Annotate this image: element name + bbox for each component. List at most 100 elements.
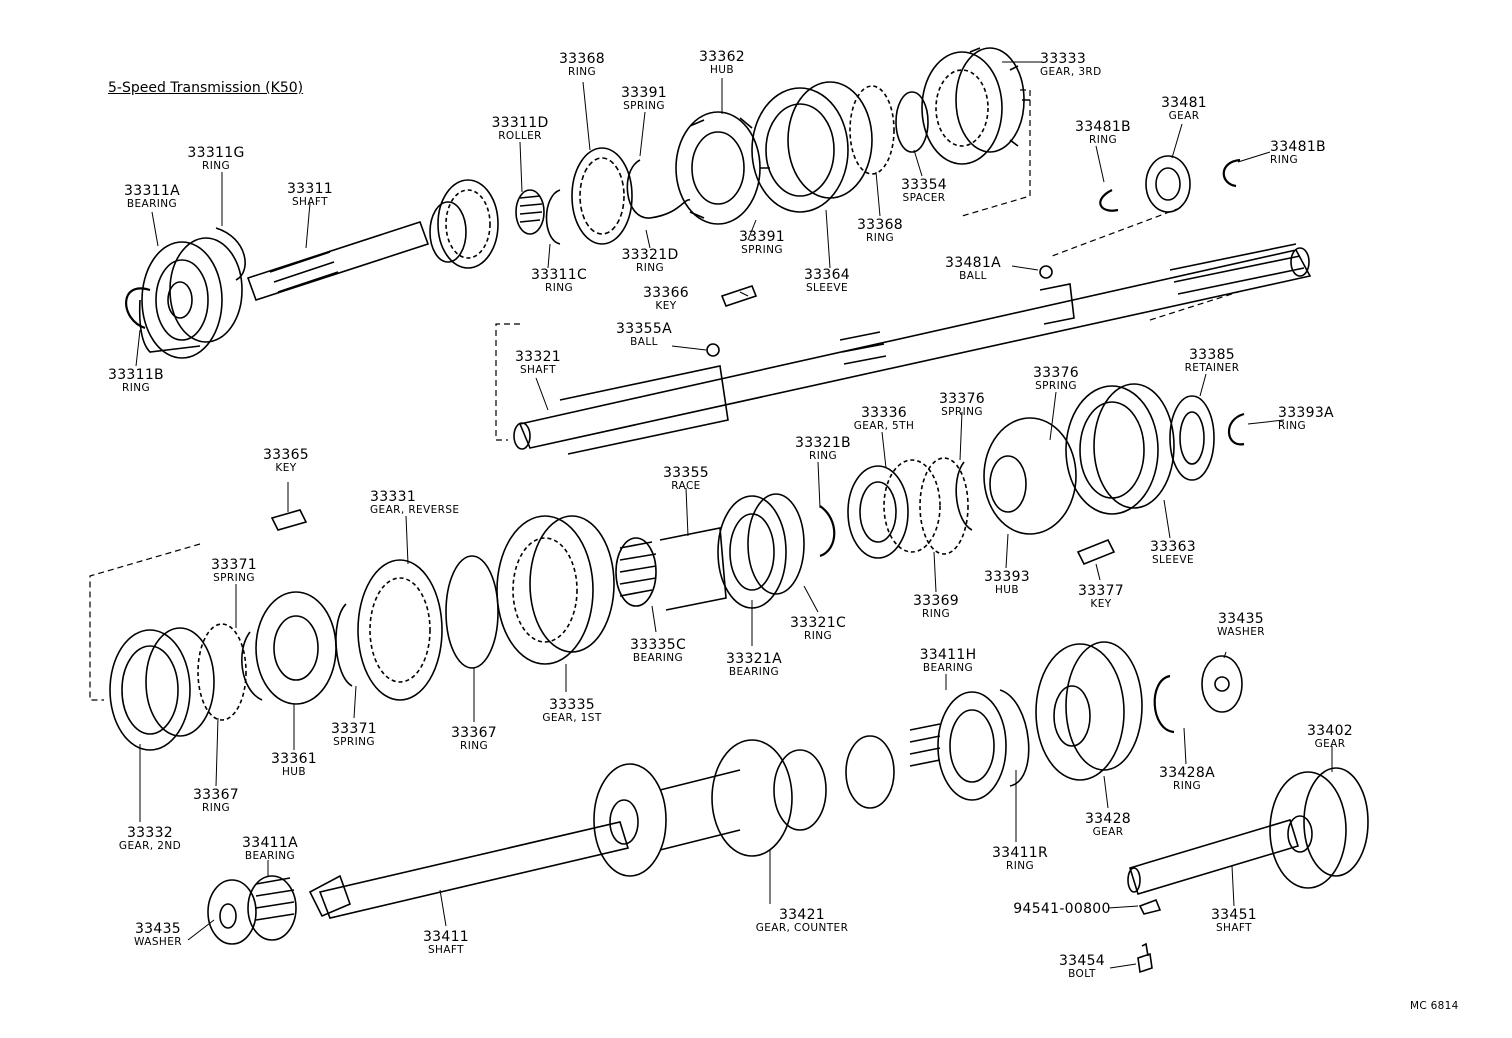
ball-33355a-drawing: [706, 343, 720, 357]
ring-33411r-drawing: [999, 689, 1030, 787]
ball-33481a-drawing: [1039, 265, 1053, 279]
sleeve-33363-drawing: [1065, 383, 1175, 515]
gear-33336-drawing: [847, 459, 941, 559]
main-shaft-33321-drawing: [513, 243, 1312, 455]
hub-33393-drawing: [983, 417, 1077, 535]
bracket-dashed-right: [1051, 207, 1239, 321]
ring-33321b-drawing: [819, 505, 836, 558]
hub-33361-drawing: [255, 591, 337, 705]
gear-33332-drawing: [109, 627, 215, 751]
reverse-idler-shaft-33451-drawing: [1127, 819, 1300, 895]
retainer-33385-drawing: [1169, 395, 1215, 481]
bracket-dashed-mid: [495, 323, 520, 441]
counter-gear-33421-drawing: [593, 735, 895, 877]
ring-33311c-drawing: [545, 189, 561, 245]
roller-33311d-drawing: [515, 189, 545, 235]
bearing-33411h-drawing: [909, 691, 1007, 801]
gear-33335-drawing: [496, 515, 615, 665]
gear-33402-drawing: [1269, 767, 1369, 889]
bearing-33311a-drawing: [138, 237, 243, 359]
bearing-33335c-drawing: [615, 537, 657, 607]
gear-33331-drawing: [357, 559, 443, 701]
shaft-33311-drawing: [246, 220, 430, 302]
spring-33391-drawing: [626, 159, 691, 219]
spring-33371b-drawing: [335, 603, 353, 687]
drawing-code: MC 6814: [1410, 1000, 1459, 1012]
gear-33481-drawing: [1145, 155, 1191, 213]
sync-ring-33368-drawing: [571, 147, 633, 245]
gear-33333-drawing: [921, 47, 1030, 165]
ring-33481b-left-drawing: [1099, 189, 1119, 212]
sleeve-33364-drawing: [751, 81, 873, 213]
part-label: 94541-00800: [1013, 901, 1111, 917]
ring-33367b-drawing: [445, 555, 499, 669]
key-33365-drawing: [270, 509, 308, 531]
bearing-33321a-drawing: [717, 493, 805, 609]
ring-33367-drawing: [197, 623, 247, 721]
spring-33376-drawing: [955, 461, 973, 531]
snap-ring-33311b-drawing: [125, 287, 151, 330]
ring-33481b-right-drawing: [1222, 158, 1241, 188]
bracket-dashed-left: [89, 543, 201, 701]
ring-33428a-drawing: [1153, 674, 1175, 734]
ring-33369-drawing: [919, 457, 969, 555]
spring-33371a-drawing: [241, 631, 263, 701]
washer-33435-left-drawing: [207, 879, 257, 945]
race-33355-drawing: [659, 527, 727, 611]
countershaft-assembly: [207, 641, 1369, 974]
shaft-33411-end: [308, 874, 352, 918]
key-33366-drawing: [720, 285, 758, 307]
shaft-33411-drawing: [318, 821, 630, 919]
washer-33435-right-drawing: [1201, 655, 1243, 713]
bracket-dashed-top: [961, 89, 1031, 217]
ring-33393a-drawing: [1227, 412, 1245, 446]
diagram-title: 5-Speed Transmission (K50): [108, 80, 304, 96]
